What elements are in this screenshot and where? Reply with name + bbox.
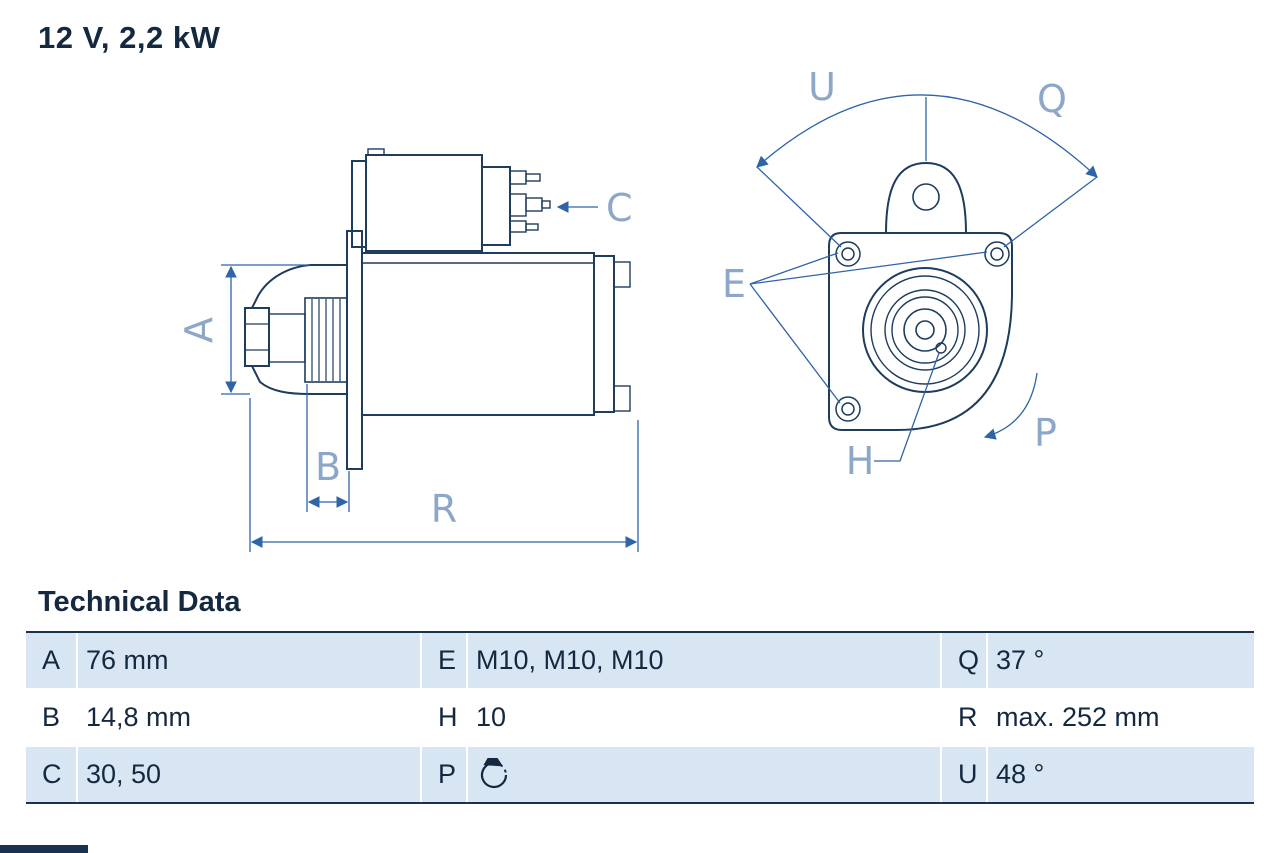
technical-data-table: A 76 mm E M10, M10, M10 Q 37 ° B 14,8 mm…	[26, 631, 1254, 804]
table-key: B	[42, 702, 61, 732]
dim-label-u: U	[808, 65, 836, 109]
table-row: A 76 mm E M10, M10, M10 Q 37 °	[26, 633, 1254, 688]
table-value: 14,8 mm	[76, 690, 420, 745]
table-key: Q	[940, 633, 986, 688]
motor-body	[361, 252, 631, 416]
table-key: A	[42, 645, 61, 675]
table-key: R	[940, 690, 986, 745]
dim-label-e: E	[722, 262, 746, 306]
section-heading: Technical Data	[38, 586, 241, 618]
table-key: H	[420, 690, 466, 745]
table-value: 37 °	[986, 633, 1254, 688]
front-view	[828, 161, 1013, 431]
dim-label-b: B	[315, 445, 341, 489]
rotation-direction-cell	[466, 747, 940, 802]
front-view-annotations	[749, 94, 1098, 462]
table-value: 48 °	[986, 747, 1254, 802]
bracket-hole	[912, 183, 940, 211]
table-key: E	[420, 633, 466, 688]
drive-end	[244, 264, 348, 395]
dim-label-q: Q	[1037, 77, 1067, 121]
mounting-flange	[346, 230, 363, 470]
table-value: M10, M10, M10	[466, 633, 940, 688]
table-key: U	[940, 747, 986, 802]
pinion-gear-teeth	[311, 299, 341, 381]
table-value: 10	[466, 690, 940, 745]
table-row: C 30, 50 P U 48 °	[26, 745, 1254, 802]
table-key: C	[42, 759, 62, 789]
dim-label-a: A	[177, 317, 221, 343]
central-boss	[862, 267, 988, 393]
rotation-ccw-icon	[480, 757, 508, 788]
technical-drawing: A B R C	[177, 65, 1098, 552]
side-view-dimensions	[221, 201, 639, 552]
top-bracket	[885, 161, 967, 234]
dim-label-p: P	[1034, 411, 1057, 455]
table-key: P	[420, 747, 466, 802]
page-title: 12 V, 2,2 kW	[38, 20, 221, 55]
table-value: 30, 50	[76, 747, 420, 802]
terminal-studs	[509, 170, 551, 233]
table-value: 76 mm	[76, 633, 420, 688]
table-row: B 14,8 mm H 10 R max. 252 mm	[26, 688, 1254, 745]
side-view	[244, 148, 631, 470]
brand-bar	[0, 845, 88, 853]
dim-label-r: R	[431, 487, 457, 531]
table-value: max. 252 mm	[986, 690, 1254, 745]
dim-label-h: H	[846, 439, 875, 483]
dim-label-c: C	[606, 186, 633, 230]
solenoid	[351, 148, 551, 252]
